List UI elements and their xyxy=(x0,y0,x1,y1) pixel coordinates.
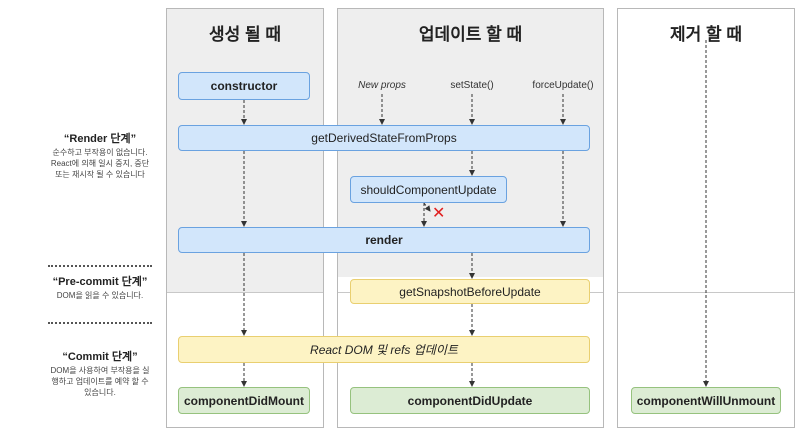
method-get-derived-state-from-props: getDerivedStateFromProps xyxy=(178,125,590,151)
method-get-snapshot-before-update: getSnapshotBeforeUpdate xyxy=(350,279,590,304)
react-dom-refs-update: React DOM 및 refs 업데이트 xyxy=(178,336,590,363)
method-should-component-update: shouldComponentUpdate xyxy=(350,176,507,203)
phase-desc-render: 순수하고 부작용이 없습니다. React에 의해 일시 중지, 중단 또는 재… xyxy=(50,148,150,179)
method-render: render xyxy=(178,227,590,253)
method-component-did-mount: componentDidMount xyxy=(178,387,310,414)
phase-divider-mount xyxy=(167,292,323,293)
method-component-will-unmount: componentWillUnmount xyxy=(631,387,781,414)
column-title-mount: 생성 될 때 xyxy=(208,25,281,44)
arrow-should-update-false xyxy=(423,202,431,212)
phase-title-render: “Render 단계” xyxy=(63,133,137,145)
phase-desc-precommit: DOM을 읽을 수 있습니다. xyxy=(56,291,144,300)
red-x-icon: ✕ xyxy=(432,205,446,222)
column-mount xyxy=(166,8,324,428)
phase-separator-2 xyxy=(48,322,152,324)
column-unmount xyxy=(617,8,795,428)
phase-title-commit: “Commit 단계” xyxy=(62,351,138,363)
phase-title-precommit: “Pre-commit 단계” xyxy=(52,276,148,288)
column-title-update: 업데이트 할 때 xyxy=(418,25,523,44)
trigger-new-props: New props xyxy=(358,80,406,91)
phase-separator-1 xyxy=(48,265,152,267)
method-component-did-update: componentDidUpdate xyxy=(350,387,590,414)
trigger-force-update: forceUpdate() xyxy=(532,80,594,91)
method-constructor: constructor xyxy=(178,72,310,100)
phase-desc-commit: DOM을 사용하여 부작용을 실행하고 업데이트를 예약 할 수 있습니다. xyxy=(50,366,150,397)
column-update xyxy=(337,8,604,428)
column-title-unmount: 제거 할 때 xyxy=(669,25,742,44)
trigger-set-state: setState() xyxy=(450,80,494,91)
